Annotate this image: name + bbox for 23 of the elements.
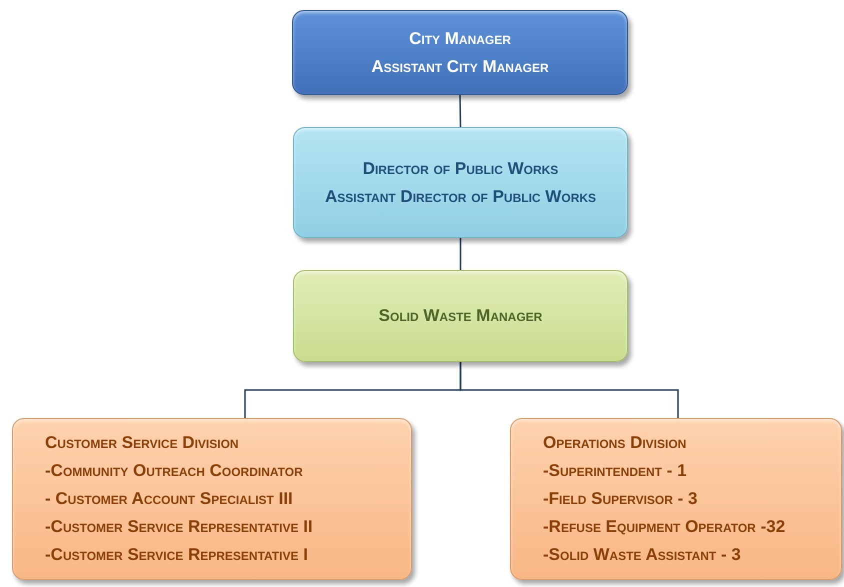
role-line: -Community Outreach Coordinator	[45, 460, 303, 482]
role-title: Customer Service Division	[45, 432, 239, 454]
role-line: -Superintendent - 1	[543, 460, 687, 482]
org-box	[293, 270, 628, 362]
role-line: Assistant Director of Public Works	[324, 186, 596, 208]
role-title: Director of Public Works	[362, 158, 558, 180]
role-line: -Customer Service Representative I	[45, 544, 308, 566]
role-line: - Customer Account Specialist III	[45, 488, 293, 510]
role-title: City Manager	[409, 28, 511, 50]
role-line: -Customer Service Representative II	[45, 516, 313, 538]
connector-line	[460, 362, 679, 418]
org-box	[292, 10, 628, 95]
org-box	[510, 418, 842, 580]
role-line: Assistant City Manager	[371, 56, 549, 78]
role-title: Solid Waste Manager	[378, 305, 542, 327]
role-line: -Refuse Equipment Operator -32	[543, 516, 786, 538]
role-title: Operations Division	[543, 432, 686, 454]
role-line: -Field Supervisor - 3	[543, 488, 698, 510]
org-box	[293, 127, 628, 238]
connector-line	[459, 94, 462, 128]
connector-line	[460, 238, 462, 270]
org-box	[12, 418, 412, 580]
role-line: -Solid Waste Assistant - 3	[543, 544, 741, 566]
